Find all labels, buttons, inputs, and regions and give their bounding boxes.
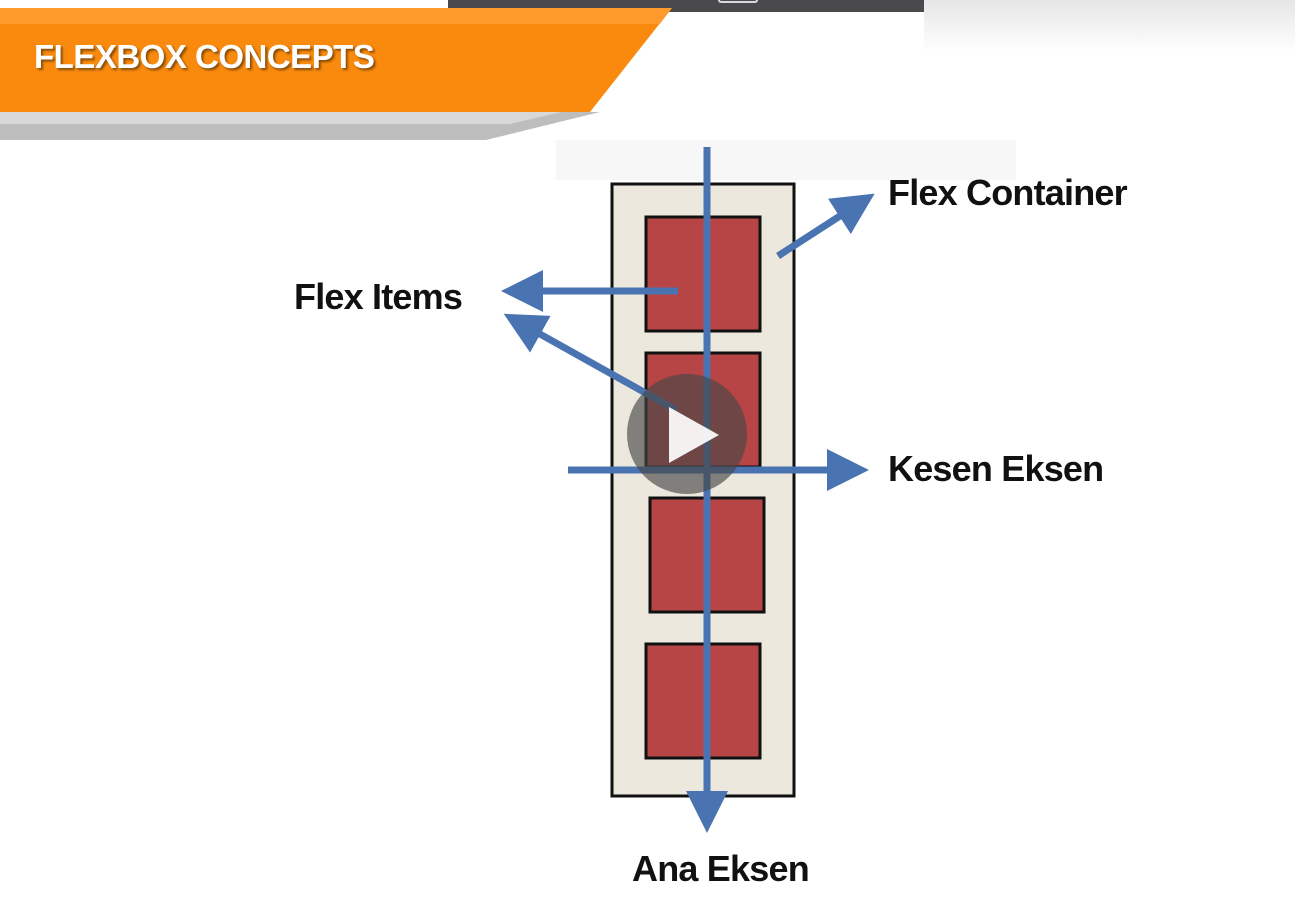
banner-orange-highlight: [0, 8, 672, 24]
flex-items-label: Flex Items: [294, 276, 463, 317]
top-fade: [924, 0, 1295, 52]
flex-item-1: [644, 215, 762, 333]
container-backdrop: [556, 140, 1016, 180]
cross-axis-label: Kesen Eksen: [888, 448, 1104, 489]
caption-icon[interactable]: [718, 0, 758, 3]
flex-item-4: [644, 642, 762, 760]
flex-container-label: Flex Container: [888, 172, 1128, 213]
play-button[interactable]: [627, 374, 747, 494]
slide-title: FLEXBOX CONCEPTS: [34, 38, 375, 75]
main-axis-label: Ana Eksen: [632, 848, 810, 889]
banner-orange: [0, 8, 672, 112]
flex-container-pointer-arrow: [776, 193, 875, 259]
play-icon: [669, 407, 719, 463]
title-banner: [0, 8, 672, 140]
